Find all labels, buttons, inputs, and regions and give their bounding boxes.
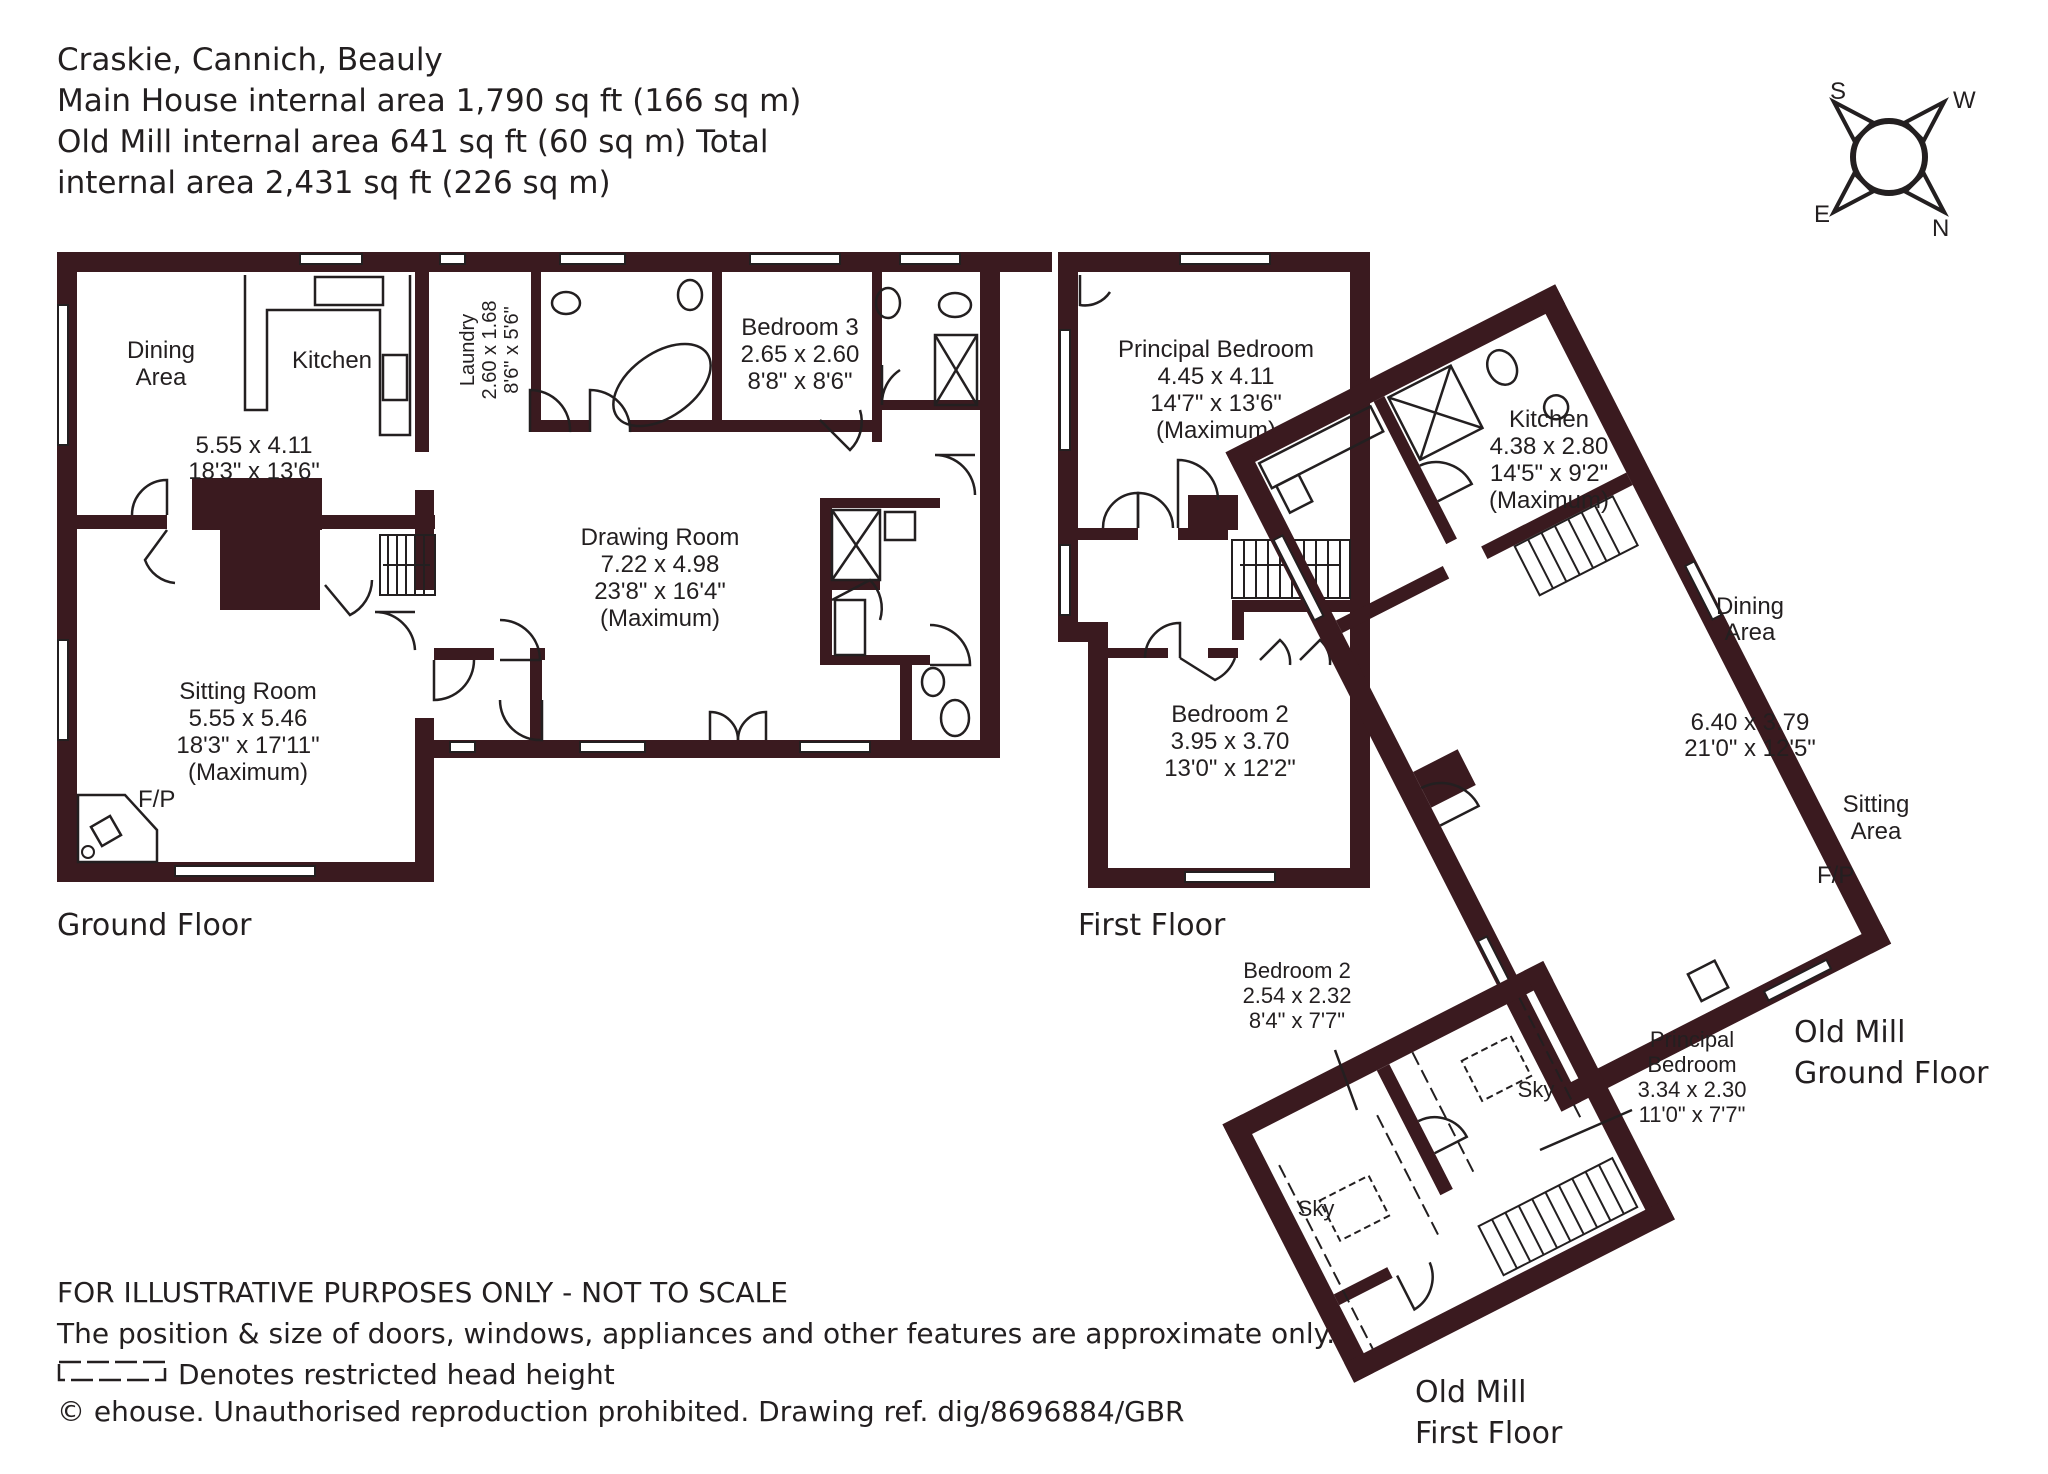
sitting-room-label: Sitting Room — [179, 678, 316, 705]
first-floor-plan — [1058, 252, 1370, 888]
legend-text: Denotes restricted head height — [178, 1358, 615, 1391]
principal-bedroom-metric: 4.45 x 4.11 — [1158, 363, 1275, 390]
old-mill-ground-label-2: Ground Floor — [1794, 1056, 1989, 1091]
old-mill-first-label-1: Old Mill — [1415, 1375, 1527, 1410]
laundry-label: Laundry — [457, 314, 479, 386]
dining-kitchen-imperial: 18'3" x 13'6" — [188, 458, 320, 485]
bedroom2-metric: 3.95 x 3.70 — [1171, 728, 1290, 755]
mill-main-imperial: 21'0" x 12'5" — [1684, 735, 1816, 762]
sitting-room-metric: 5.55 x 5.46 — [189, 705, 308, 732]
drawing-room-imperial: 23'8" x 16'4" — [594, 578, 726, 605]
mill-sitting-line1: Sitting — [1843, 791, 1910, 818]
mill-principal-line1: Principal — [1650, 1027, 1734, 1052]
mill-bedroom2-pointer — [1333, 1049, 1359, 1111]
skylight-label-2: Sky — [1518, 1077, 1555, 1102]
dining-kitchen-metric: 5.55 x 4.11 — [196, 432, 313, 459]
disclaimer: FOR ILLUSTRATIVE PURPOSES ONLY - NOT TO … — [57, 1276, 788, 1309]
mill-fireplace-label: F/P — [1817, 862, 1854, 889]
compass-icon — [1829, 97, 1949, 217]
old-mill-ground-floor-plan — [1225, 284, 1892, 1112]
sitting-room-imperial: 18'3" x 17'11" — [176, 732, 319, 759]
compass-s-label: S — [1830, 78, 1846, 105]
old-mill-first-floor-plan — [1222, 960, 1675, 1383]
skylight-label-1: Sky — [1298, 1196, 1335, 1221]
compass-w-label: W — [1953, 87, 1976, 114]
bedroom2-label: Bedroom 2 — [1171, 701, 1288, 728]
address-title: Craskie, Cannich, Beauly — [57, 42, 443, 78]
mill-sitting-line2: Area — [1851, 818, 1902, 845]
mill-principal-pointer — [1539, 1108, 1633, 1152]
laundry-metric: 2.60 x 1.68 — [479, 301, 501, 400]
principal-bedroom-label: Principal Bedroom — [1118, 336, 1314, 363]
mill-bedroom2-imperial: 8'4" x 7'7" — [1249, 1008, 1345, 1033]
fireplace-label: F/P — [138, 786, 175, 813]
ground-floor-label: Ground Floor — [57, 908, 252, 943]
drawing-room-note: (Maximum) — [600, 605, 720, 632]
dining-area-line1: Dining — [127, 337, 195, 364]
main-house-area: Main House internal area 1,790 sq ft (16… — [57, 83, 802, 119]
mill-kitchen-label: Kitchen — [1509, 406, 1589, 433]
dining-area-line2: Area — [136, 364, 187, 391]
sitting-room-note: (Maximum) — [188, 759, 308, 786]
mill-kitchen-metric: 4.38 x 2.80 — [1490, 433, 1609, 460]
old-mill-ground-label-1: Old Mill — [1794, 1015, 1906, 1050]
ground-floor-plan — [57, 252, 1052, 882]
laundry-imperial: 8'6" x 5'6" — [501, 306, 523, 393]
mill-dining-line1: Dining — [1716, 593, 1784, 620]
drawing-room-metric: 7.22 x 4.98 — [601, 551, 720, 578]
position-note: The position & size of doors, windows, a… — [57, 1317, 1336, 1350]
principal-bedroom-imperial: 14'7" x 13'6" — [1150, 390, 1282, 417]
mill-kitchen-imperial: 14'5" x 9'2" — [1490, 460, 1608, 487]
mill-principal-imperial: 11'0" x 7'7" — [1639, 1102, 1746, 1127]
compass-e-label: E — [1814, 201, 1830, 228]
bedroom3-imperial: 8'8" x 8'6" — [748, 368, 853, 395]
drawing-room-label: Drawing Room — [581, 524, 740, 551]
restricted-height-legend-icon — [57, 1360, 167, 1382]
mill-kitchen-note: (Maximum) — [1489, 487, 1609, 514]
compass-n-label: N — [1932, 215, 1949, 242]
bedroom2-imperial: 13'0" x 12'2" — [1164, 755, 1296, 782]
old-mill-area: Old Mill internal area 641 sq ft (60 sq … — [57, 124, 769, 160]
old-mill-first-label-2: First Floor — [1415, 1416, 1563, 1451]
mill-bedroom2-metric: 2.54 x 2.32 — [1243, 983, 1352, 1008]
kitchen-label: Kitchen — [292, 347, 372, 374]
total-area: internal area 2,431 sq ft (226 sq m) — [57, 165, 611, 201]
mill-bedroom2-label: Bedroom 2 — [1243, 958, 1351, 983]
bedroom3-label: Bedroom 3 — [741, 314, 858, 341]
mill-dining-line2: Area — [1725, 619, 1776, 646]
mill-main-metric: 6.40 x 3.79 — [1691, 709, 1810, 736]
mill-principal-metric: 3.34 x 2.30 — [1638, 1077, 1747, 1102]
copyright: © ehouse. Unauthorised reproduction proh… — [57, 1395, 1185, 1428]
bedroom3-metric: 2.65 x 2.60 — [741, 341, 860, 368]
mill-principal-line2: Bedroom — [1647, 1052, 1736, 1077]
first-floor-label: First Floor — [1078, 908, 1226, 943]
